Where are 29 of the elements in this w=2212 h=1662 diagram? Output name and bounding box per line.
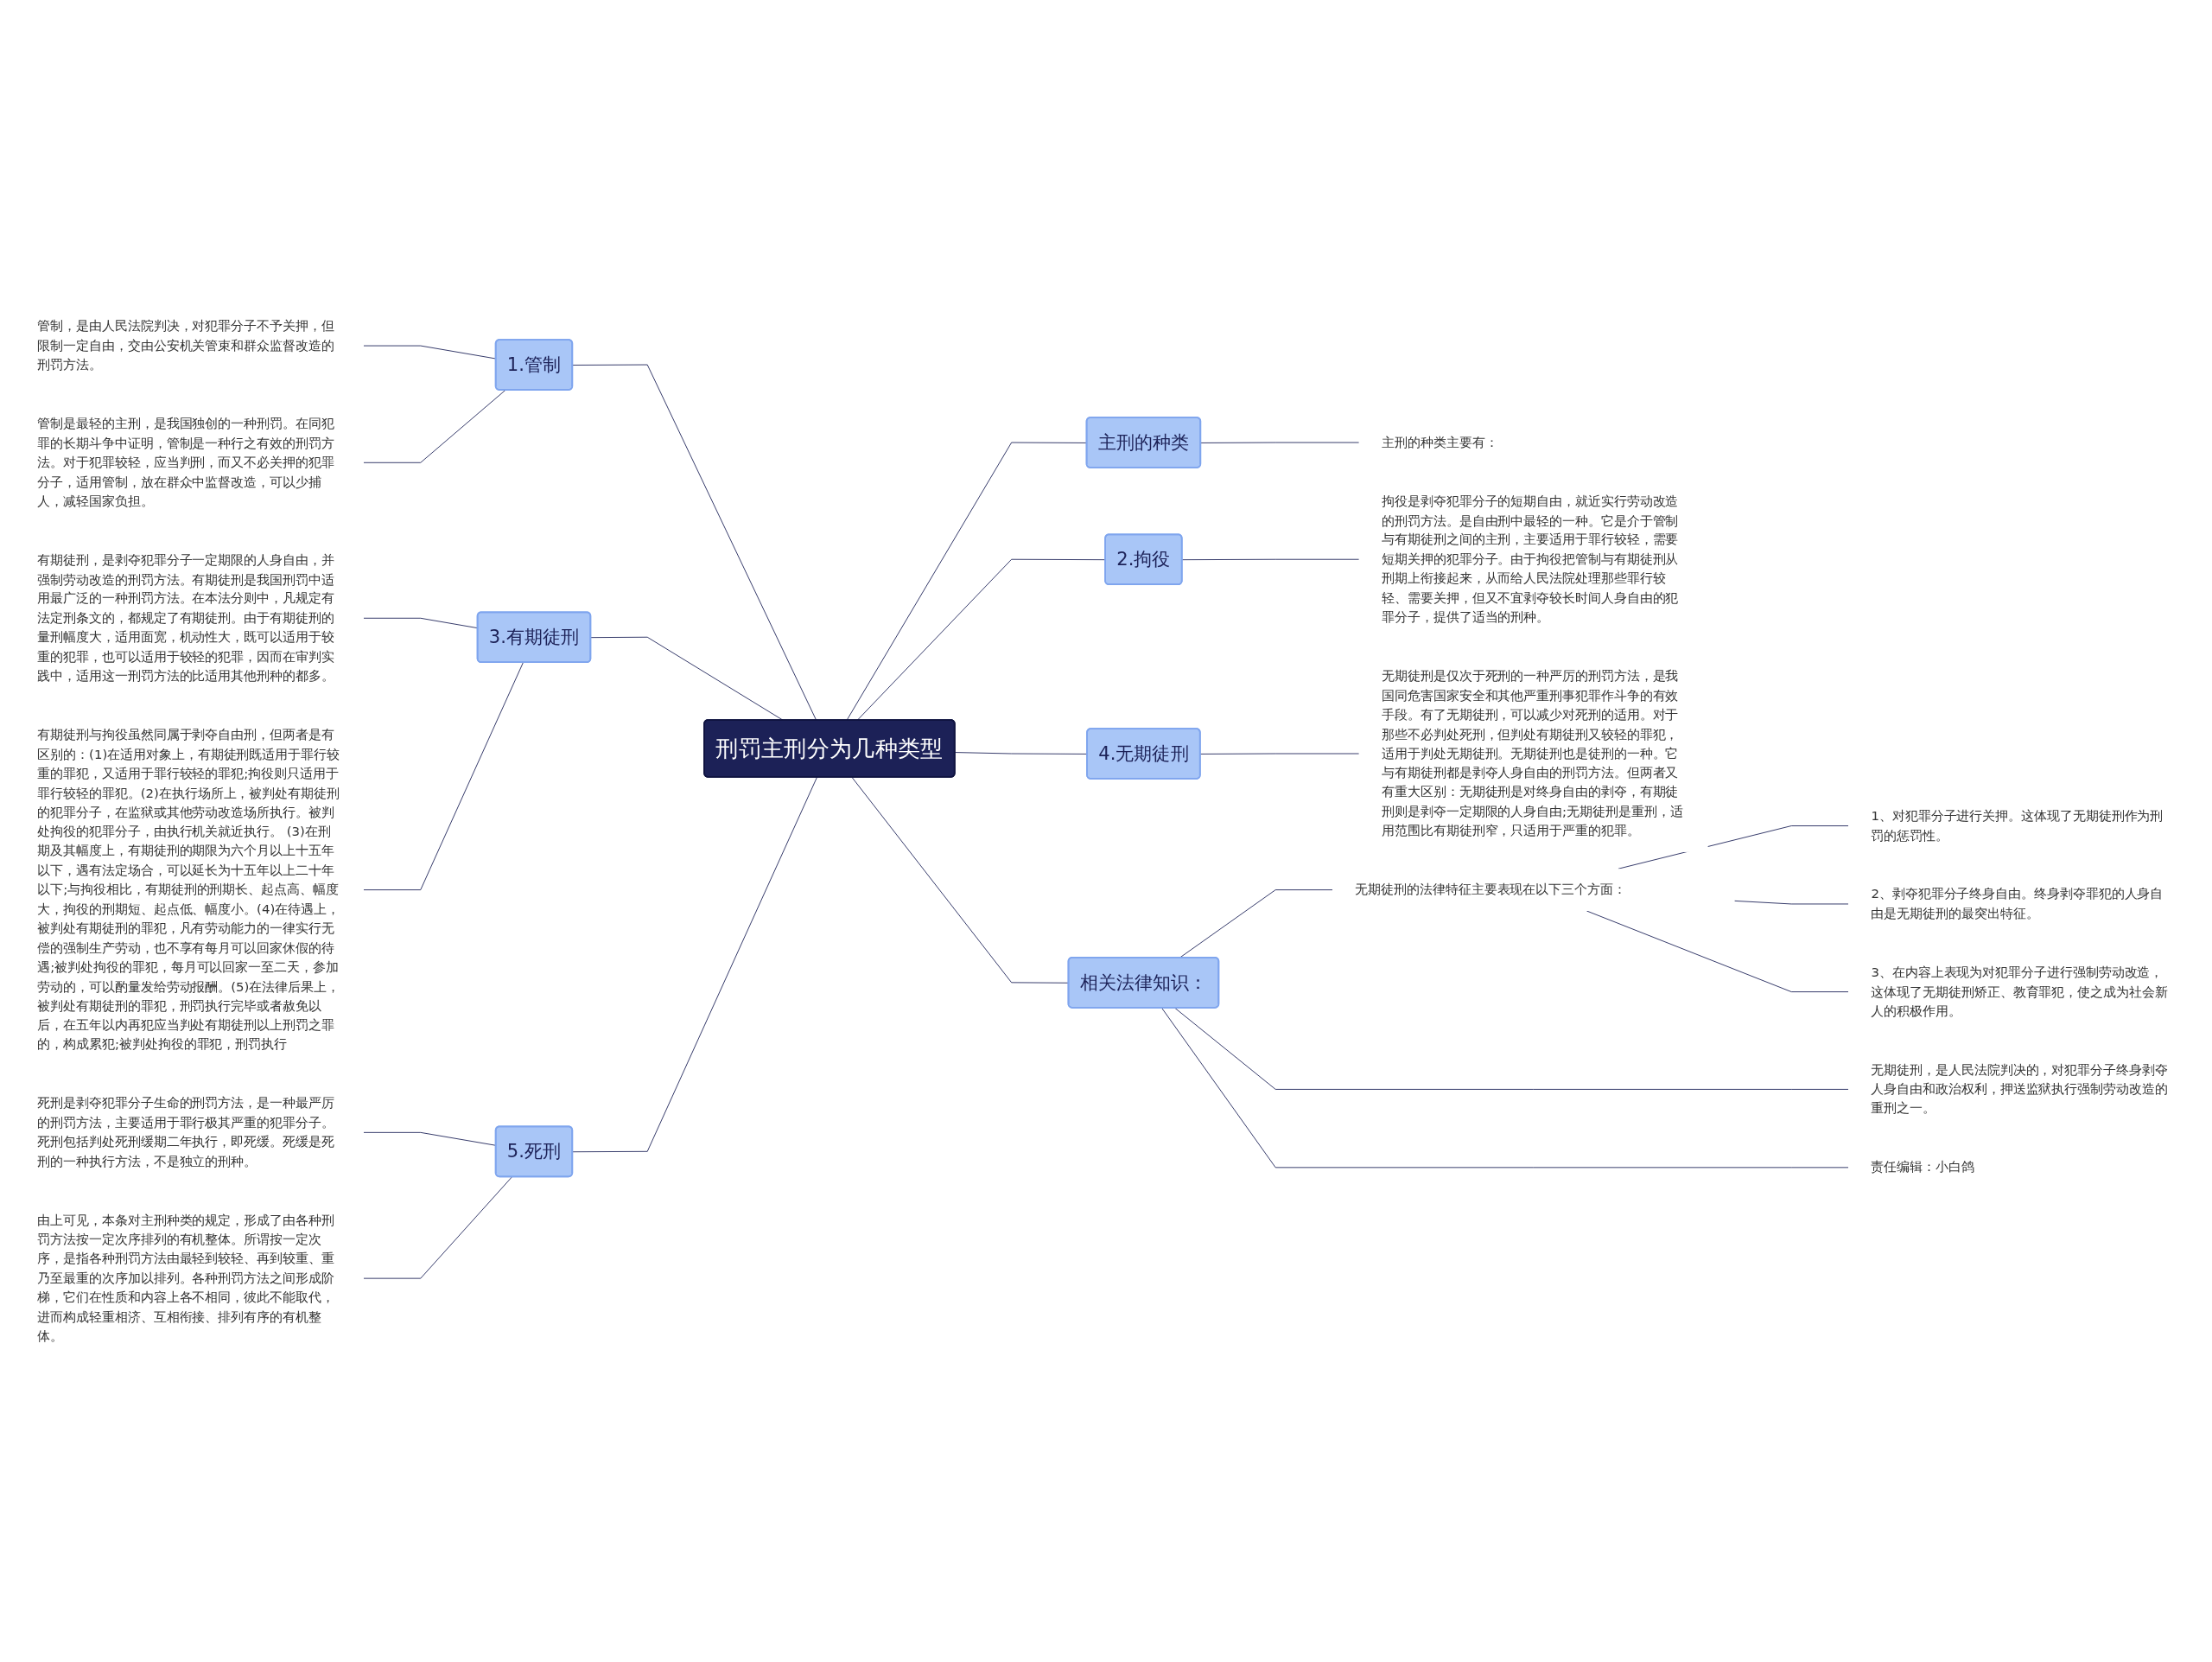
connector <box>572 776 817 1152</box>
node-text: 3、在内容上表现为对犯罪分子进行强制劳动改造，这体现了无期徒刑矫正、教育罪犯，使之成为社会新人的积极作用。 <box>1871 964 2168 1018</box>
node-text: 由上可见，本条对主刑种类的规定，形成了由各种刑罚方法按一定次序排列的有机整体。所谓按一定次序，是指各种刑罚方法由最轻到较轻、再到较重、重乃至最重的次序加以排列。各种刑罚方法之间形成阶梯，它们在性质和内容上各不相同，彼此不能取代，进而构成轻重相济、互相衔接、排列有序的有机整体。 <box>37 1212 334 1343</box>
connector <box>1181 558 1360 560</box>
node-text: 责任编辑：小白鸽 <box>1871 1158 1974 1175</box>
connector <box>1733 900 1849 904</box>
connector <box>363 389 506 463</box>
connector <box>1199 753 1360 755</box>
node-text: 有期徒刑，是剥夺犯罪分子一定期限的人身自由，并强制劳动改造的刑罚方法。有期徒刑是我国刑罚中适用最广泛的一种刑罚方法。在本法分则中，凡规定有法定刑条文的，都规定了有期徒刑。由于有期徒刑的量刑幅度大，适用面宽，机动性大，既可以适用于较重的犯罪，也可以适用于较轻的犯罪，因而在审判实践中，适用这一刑罚方法的比适用其他刑种的都多。 <box>37 551 334 684</box>
connector <box>1200 442 1360 443</box>
node-text: 拘役是剥夺犯罪分子的短期自由，就近实行劳动改造的刑罚方法。是自由刑中最轻的一种。它是介于管制与有期徒刑之间的主刑，主要适用于罪行较轻，需要短期关押的犯罪分子。由于拘役把管制与有期徒刑从刑期上衔接起来，从而给人民法院处理那些罪行较轻、需要关押，但又不宜剥夺较长时间人身自由的犯罪分子，提供了适当的刑种。 <box>1382 493 1679 625</box>
connector <box>1586 910 1849 992</box>
connector <box>363 661 524 890</box>
node-text: 无期徒刑，是人民法院判决的，对犯罪分子终身剥夺人身自由和政治权利，押送监狱执行强制劳动改造的重刑之一。 <box>1871 1061 2168 1116</box>
node-text: 无期徒刑是仅次于死刑的一种严厉的刑罚方法，是我国同危害国家安全和其他严重刑事犯罪作斗争的有效手段。有了无期徒刑，可以减少对死刑的适用。对于那些不必判处死刑，但判处有期徒刑又较轻的罪犯，适用于判处无期徒刑。无期徒刑也是徒刑的一种。它与有期徒刑都是剥夺人身自由的刑罚方法。但两者又有重大区别：无期徒刑是对终身自由的剥夺，有期徒刑则是剥夺一定期限的人身自由;无期徒刑是重刑，适用范围比有期徒刑窄，只适用于严重的犯罪。 <box>1382 667 1683 838</box>
connector <box>363 1175 512 1279</box>
node-text: 无期徒刑的法律特征主要表现在以下三个方面： <box>1355 881 1626 897</box>
connector <box>856 558 1106 721</box>
node-text: 1、对犯罪分子进行关押。这体现了无期徒刑作为刑罚的惩罚性。 <box>1871 807 2164 843</box>
node-text: 死刑是剥夺犯罪分子生命的刑罚方法，是一种最严厉的刑罚方法，主要适用于罪行极其严重的犯罪分子。死刑包括判处死刑缓期二年执行，即死缓。死缓是死刑的一种执行方法，不是独立的刑种。 <box>37 1094 334 1168</box>
node-text: 2、剥夺犯罪分子终身自由。终身剥夺罪犯的人身自由是无期徒刑的最突出特征。 <box>1871 885 2164 920</box>
node-text: 有期徒刑与拘役虽然同属于剥夺自由刑，但两者是有区别的：(1)在适用对象上，有期徒刑既适用于罪行较重的罪犯，又适用于罪行较轻的罪犯;拘役则只适用于罪行较轻的罪犯。(2)在执行场所上，被判处有期徒刑的犯罪分子，在监狱或其他劳动改造场所执行。被判处拘役的犯罪分子，由执行机关就近执行。 (3)在刑期及其幅度上，有期徒刑的期限为六个月以上十五年以下，遇有法定场合，可以延长为十五年以上二十年以下;与拘役相比，有期徒刑的刑期长、起点高、幅度大，拘役的刑期短、起点低、幅度小。(4)在待遇上，被判处有期徒刑的罪犯，凡有劳动能力的一律实行无偿的强制生产劳动，也不享有每月可以回家休假的待遇;被判处拘役的罪犯，每月可以回家一至二天，参加劳动的，可以酌量发给劳动报酬。(5)在法律后果上，被判处有期徒刑的罪犯，刑罚执行完毕或者赦免以后，在五年以内再犯应当判处有期徒刑以上刑罚之罪的，构成累犯;被判处拘役的罪犯，刑罚执行 <box>37 726 340 1052</box>
connector <box>1174 1007 1849 1090</box>
connector <box>572 364 817 721</box>
node-text: 管制是最轻的主刑，是我国独创的一种刑罚。在同犯罪的长期斗争中证明，管制是一种行之有效的刑罚方法。对于犯罪较轻，应当判刑，而又不必关押的犯罪分子，适用管制，放在群众中监督改造，可以少捕人，减轻国家负担。 <box>37 415 334 508</box>
connector <box>1161 1007 1849 1168</box>
node-text: 管制，是由人民法院判决，对犯罪分子不予关押，但限制一定自由，交由公安机关管束和群众监督改造的刑罚方法。 <box>37 317 334 373</box>
connector <box>954 751 1088 755</box>
node-text: 主刑的种类主要有： <box>1382 434 1498 449</box>
